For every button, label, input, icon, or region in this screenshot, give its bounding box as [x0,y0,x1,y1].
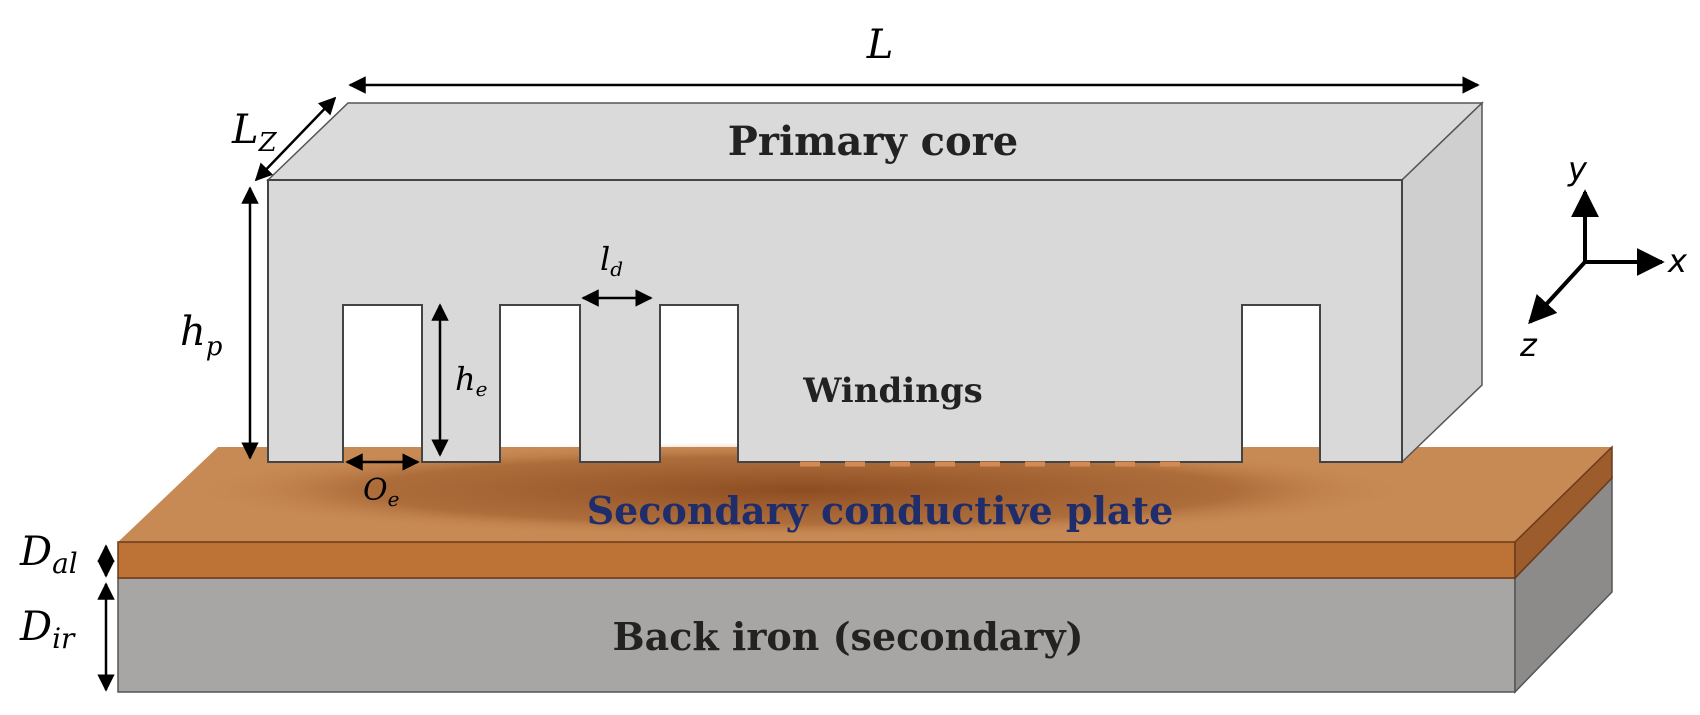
back-iron [117,476,1613,694]
depth-arrow [254,96,337,182]
axis-labels: y x z [1519,150,1688,364]
core-front [267,179,1403,463]
plate-front [117,541,1516,579]
slot-opening-label: Oe [363,473,399,511]
iron-thickness-label: Dir [19,604,76,655]
length-label: L [866,22,894,68]
back-iron-label: Back iron (secondary) [612,614,1083,659]
dimension-labels: L LZ hp ld he Oe Dal Dir [19,22,893,655]
axis-label-x: x [1667,242,1688,280]
iron-thickness-label-sub: ir [52,622,76,655]
tooth-width-label-sub: d [610,257,623,281]
coordinate-axes [1528,189,1665,325]
secondary-plate [117,442,1613,580]
block-labels: Primary core Windings Secondary conducti… [587,118,1174,659]
tooth-width-label-base: l [600,240,610,278]
slot-height-label-base: h [455,360,476,398]
slot-opening-label-sub: e [388,487,400,511]
plate-thickness-label-base: D [19,529,52,575]
plate-thickness-label-sub: al [52,547,78,580]
slot-height-label-sub: e [476,377,488,401]
height-label-sub: p [206,332,223,362]
plate-thickness-label: Dal [19,529,78,580]
plate-side [1514,445,1613,580]
plate-shadow [180,442,1420,538]
windings-label: Windings [802,371,983,411]
z-axis-arrow [1528,260,1587,325]
depth-label-sub: Z [258,128,278,158]
depth-label-base: L [231,107,259,153]
primary-core-label: Primary core [728,118,1018,165]
slot-opening-label-base: O [363,473,388,508]
depth-label: LZ [231,107,278,158]
axis-label-y: y [1567,150,1588,188]
tooth-width-label: ld [600,240,623,281]
height-label: hp [180,309,223,362]
slot-height-label: he [455,360,487,401]
dimension-arrows [97,76,1480,692]
axis-label-z: z [1519,326,1538,364]
primary-core [266,101,1484,467]
secondary-plate-label: Secondary conductive plate [587,488,1174,533]
iron-thickness-label-base: D [19,604,52,650]
height-label-base: h [180,309,206,355]
